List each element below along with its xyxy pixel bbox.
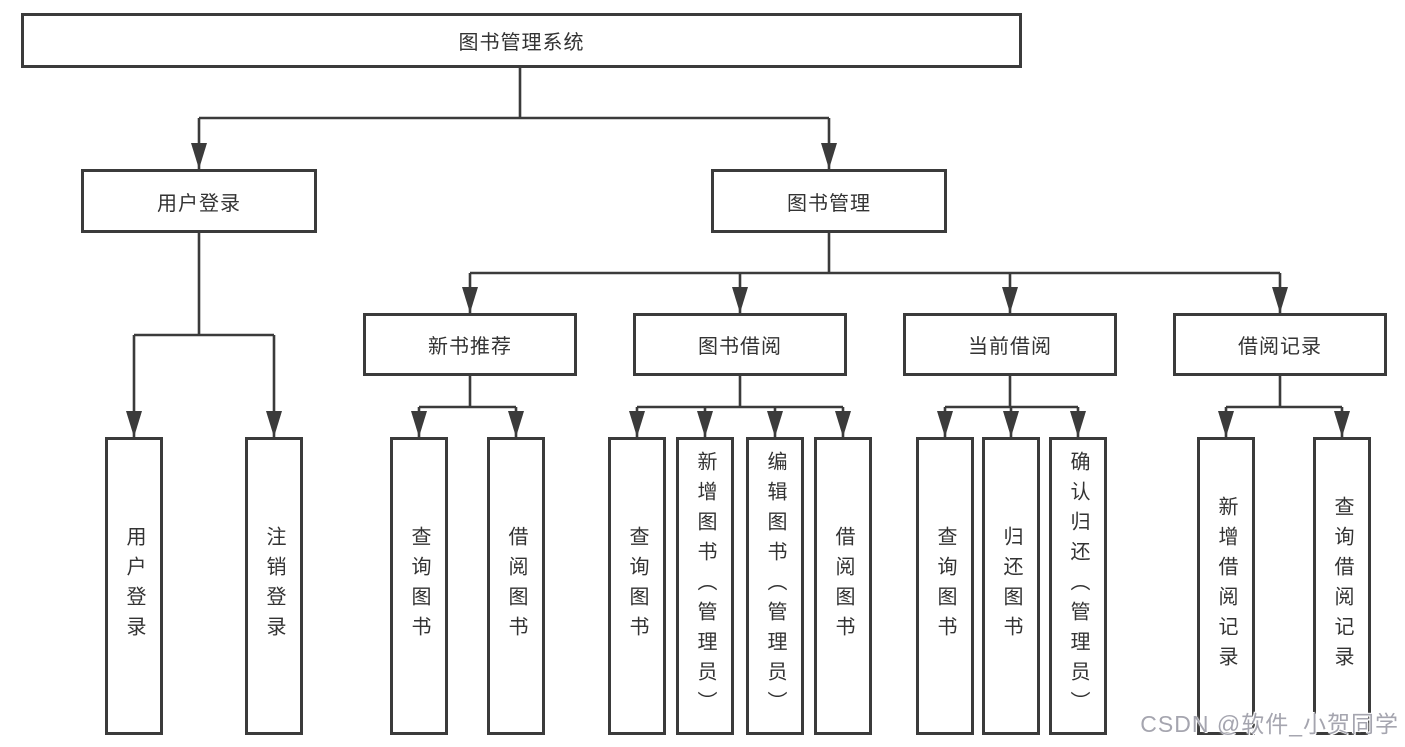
leaf-recommend-borrow-book: 借阅图书 — [487, 437, 545, 735]
leaf-add-borrow-record: 新增借阅记录 — [1197, 437, 1255, 735]
leaf-user-login-label: 用户登录 — [123, 526, 145, 646]
node-user-login-label: 用户登录 — [157, 192, 241, 215]
node-book-management-label: 图书管理 — [787, 192, 871, 215]
node-borrow-records: 借阅记录 — [1173, 313, 1387, 376]
leaf-confirm-return-admin-label: 确认归还（管理员） — [1067, 451, 1089, 721]
node-book-management: 图书管理 — [711, 169, 947, 233]
node-current-borrow-label: 当前借阅 — [968, 336, 1052, 358]
node-root-label: 图书管理系统 — [458, 32, 585, 54]
leaf-return-book-label: 归还图书 — [1000, 526, 1022, 646]
node-borrow-records-label: 借阅记录 — [1238, 336, 1322, 358]
leaf-current-query-book-label: 查询图书 — [934, 526, 956, 646]
leaf-query-borrow-record: 查询借阅记录 — [1313, 437, 1371, 735]
leaf-borrow-query-book: 查询图书 — [608, 437, 666, 735]
leaf-recommend-query-book: 查询图书 — [390, 437, 448, 735]
leaf-edit-book-admin: 编辑图书（管理员） — [746, 437, 804, 735]
node-book-borrow: 图书借阅 — [633, 313, 847, 376]
leaf-add-book-admin-label: 新增图书（管理员） — [694, 451, 716, 721]
node-user-login: 用户登录 — [81, 169, 317, 233]
leaf-return-book: 归还图书 — [982, 437, 1040, 735]
csdn-watermark: CSDN @软件_小贺同学 — [1140, 711, 1399, 737]
node-current-borrow: 当前借阅 — [903, 313, 1117, 376]
leaf-logout-label: 注销登录 — [263, 526, 285, 646]
node-new-book-recommend: 新书推荐 — [363, 313, 577, 376]
leaf-query-borrow-record-label: 查询借阅记录 — [1331, 496, 1353, 676]
node-new-book-recommend-label: 新书推荐 — [428, 336, 512, 358]
leaf-recommend-borrow-book-label: 借阅图书 — [505, 526, 527, 646]
leaf-confirm-return-admin: 确认归还（管理员） — [1049, 437, 1107, 735]
node-root: 图书管理系统 — [21, 13, 1022, 68]
leaf-recommend-query-book-label: 查询图书 — [408, 526, 430, 646]
node-book-borrow-label: 图书借阅 — [698, 336, 782, 358]
leaf-add-borrow-record-label: 新增借阅记录 — [1215, 496, 1237, 676]
leaf-add-book-admin: 新增图书（管理员） — [676, 437, 734, 735]
leaf-edit-book-admin-label: 编辑图书（管理员） — [764, 451, 786, 721]
leaf-logout: 注销登录 — [245, 437, 303, 735]
leaf-borrow-borrow-book-label: 借阅图书 — [832, 526, 854, 646]
leaf-borrow-query-book-label: 查询图书 — [626, 526, 648, 646]
leaf-user-login: 用户登录 — [105, 437, 163, 735]
leaf-borrow-borrow-book: 借阅图书 — [814, 437, 872, 735]
leaf-current-query-book: 查询图书 — [916, 437, 974, 735]
